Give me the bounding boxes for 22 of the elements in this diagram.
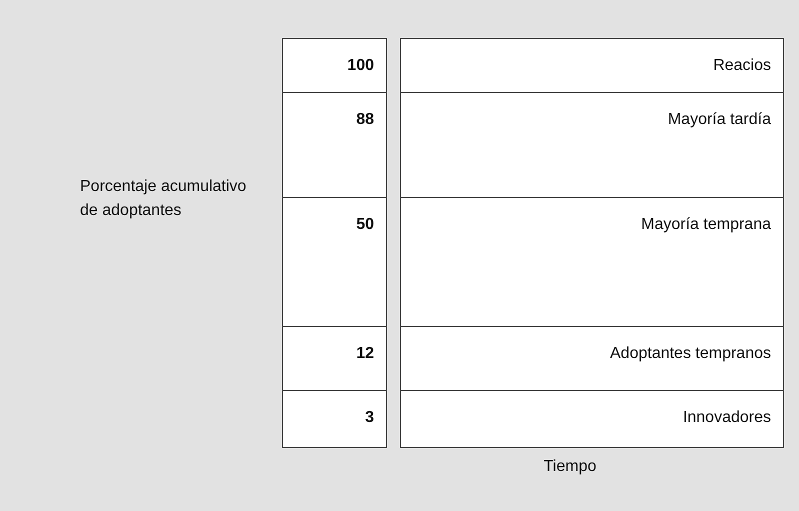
percentage-row xyxy=(282,197,387,327)
percentage-value: 12 xyxy=(356,344,374,364)
category-row xyxy=(400,38,784,93)
percentage-row xyxy=(282,390,387,448)
percentage-value: 50 xyxy=(356,215,374,235)
category-label: Reacios xyxy=(713,56,771,76)
axis-label: Tiempo xyxy=(542,457,598,477)
percentage-value: 88 xyxy=(356,110,374,130)
percentage-value: 3 xyxy=(365,408,374,428)
category-label: Mayoría temprana xyxy=(641,215,771,235)
percentage-row xyxy=(282,38,387,93)
category-row xyxy=(400,390,784,448)
category-row xyxy=(400,326,784,391)
category-label: Mayoría tardía xyxy=(668,110,771,130)
percentage-row xyxy=(282,92,387,198)
axis-label: Porcentaje acumulativo de adoptantes xyxy=(80,177,248,221)
category-label: Adoptantes tempranos xyxy=(610,344,771,364)
percentage-row xyxy=(282,326,387,391)
category-row xyxy=(400,92,784,198)
percentage-value: 100 xyxy=(347,56,374,76)
category-label: Innovadores xyxy=(682,408,771,428)
category-row xyxy=(400,197,784,327)
